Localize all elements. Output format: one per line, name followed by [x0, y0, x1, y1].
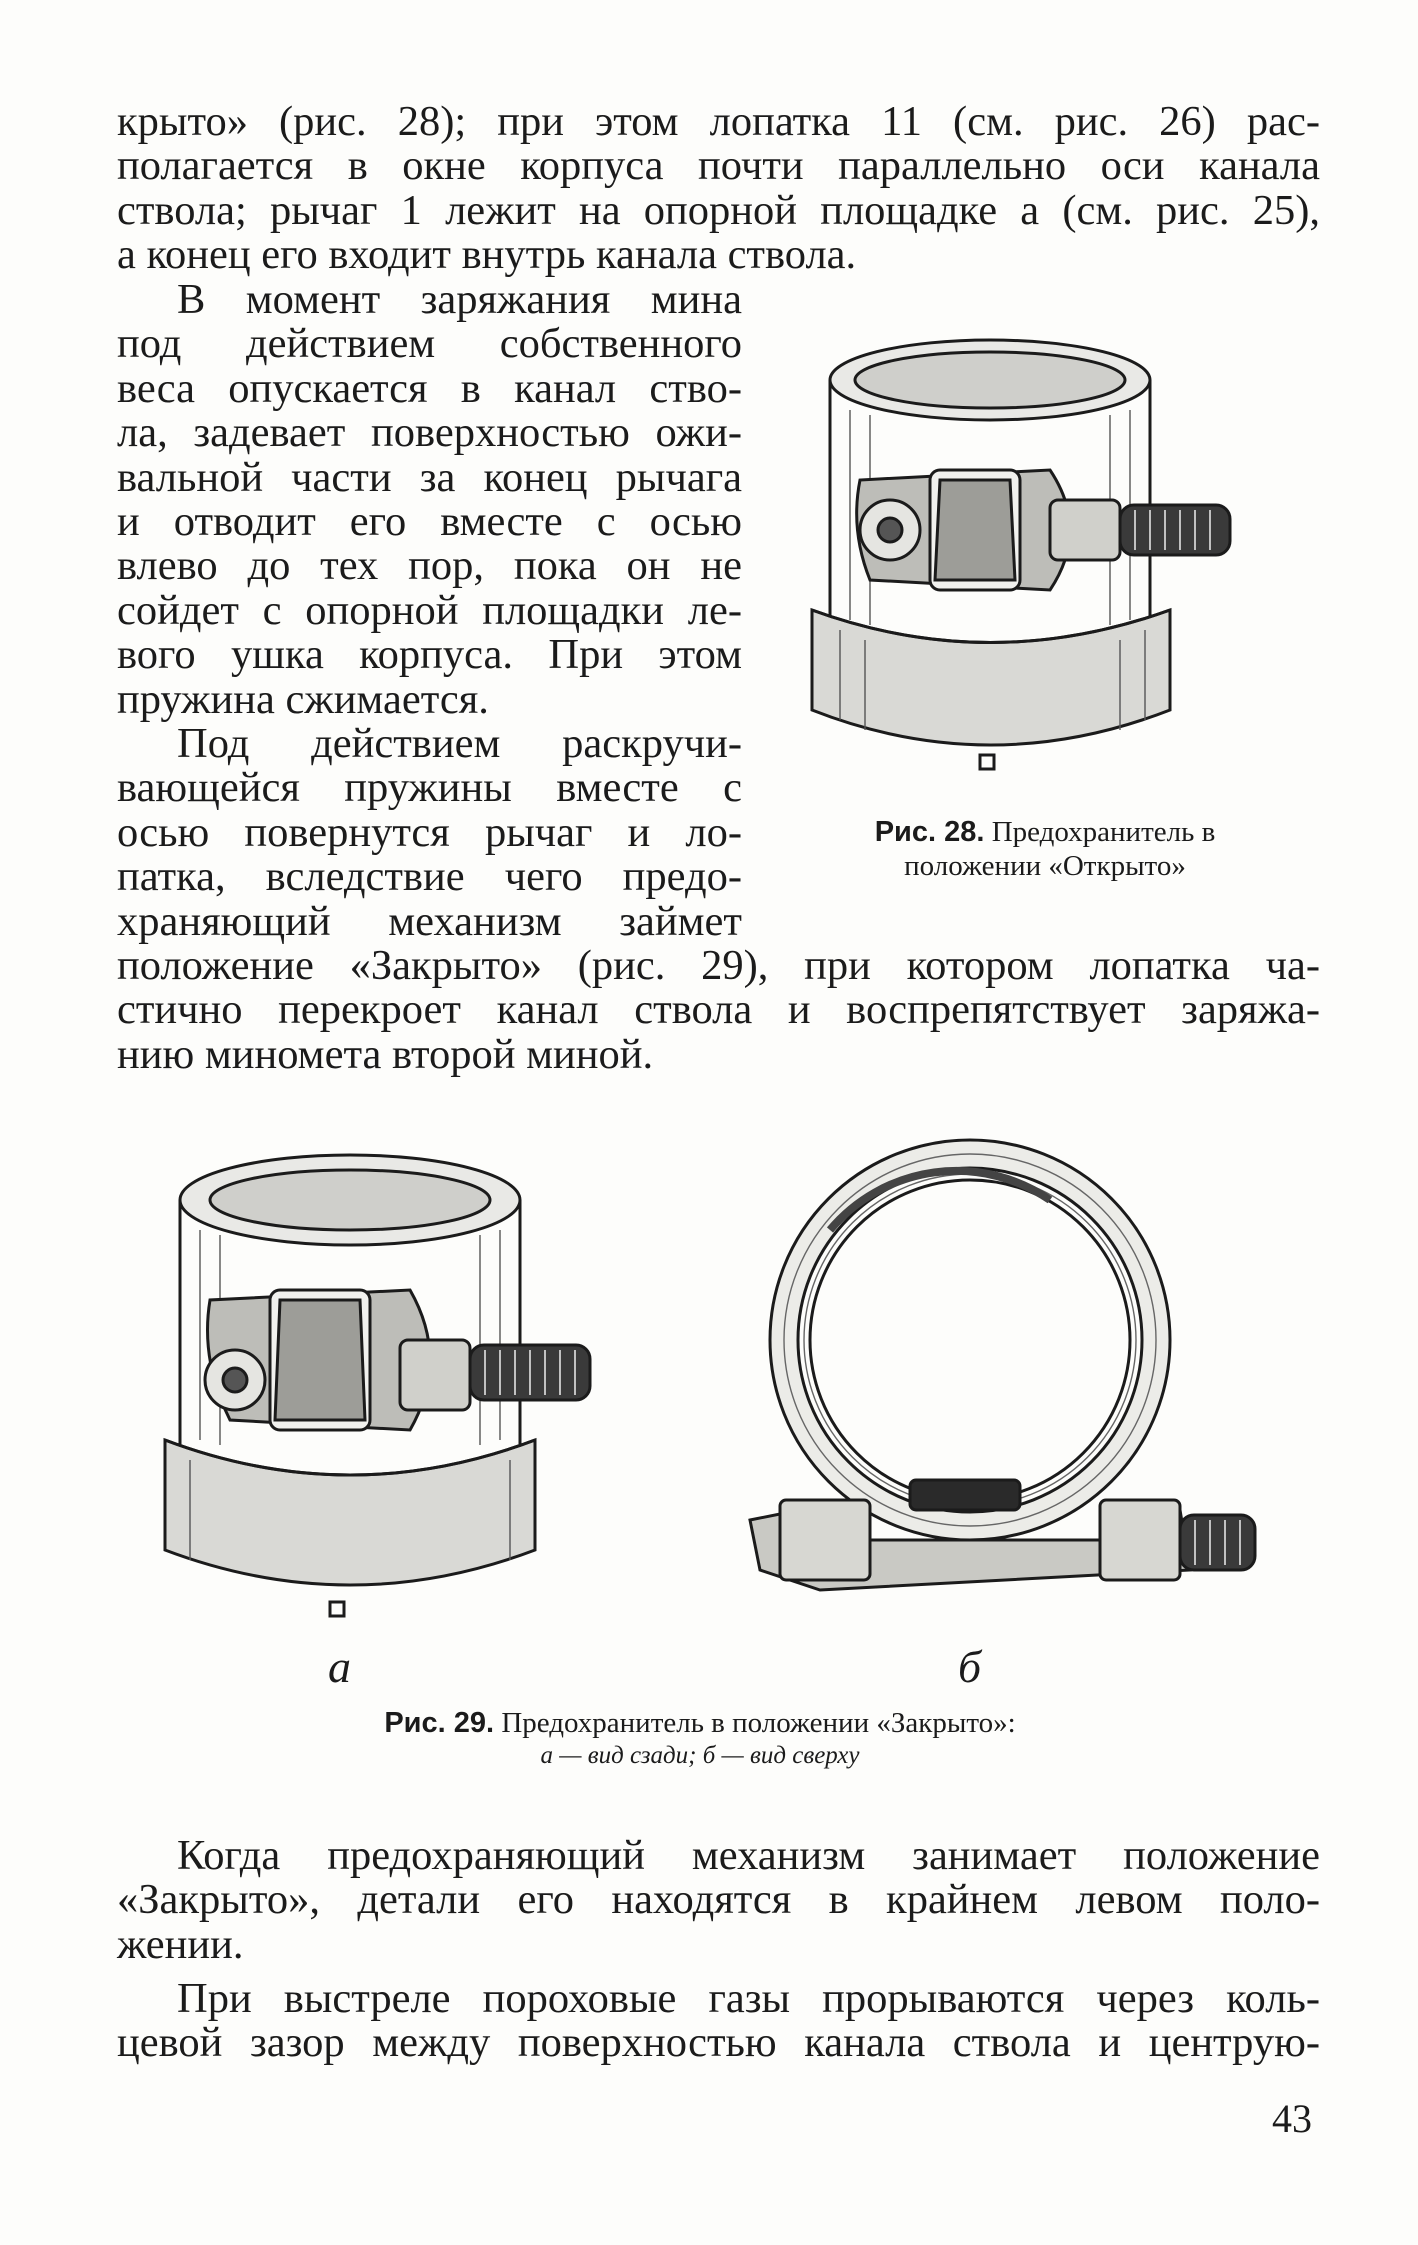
- text-line: вальной части за конец рычага: [117, 453, 742, 501]
- paragraph-spring-action: Под действием раскручи- вающейся пружины…: [117, 720, 742, 945]
- figure-28-caption: Рис. 28. Предохранитель в положении «Отк…: [780, 815, 1310, 883]
- text-line: вого ушка корпуса. При этом: [117, 631, 742, 679]
- paragraph-spring-action-cont: положение «Закрыто» (рис. 29), при котор…: [117, 942, 1320, 1078]
- text-line: Когда предохраняющий механизм занимает п…: [177, 1832, 1320, 1879]
- page-number: 43: [1272, 2096, 1312, 2141]
- paragraph-closed-position: Когда предохраняющий механизм занимает п…: [117, 1832, 1320, 1968]
- text-line: храняющий механизм займет: [117, 897, 742, 945]
- text-line: стично перекроет канал ствола и воспрепя…: [117, 986, 1320, 1034]
- text-line: жении.: [117, 1920, 244, 1968]
- text-line: положение «Закрыто» (рис. 29), при котор…: [117, 942, 1320, 989]
- figure-28-number: Рис. 28.: [874, 816, 985, 848]
- text-line: цевой зазор между поверхностью канала ст…: [117, 2019, 1320, 2067]
- text-line: и отводит его вместе с осью: [117, 497, 742, 545]
- top-paragraph: крыто» (рис. 28); при этом лопатка 11 (с…: [117, 98, 1320, 279]
- figure-29-title: Предохранитель в положении «Закрыто»:: [501, 1707, 1016, 1739]
- figure-29a-image: [150, 1140, 670, 1630]
- text-line: крыто» (рис. 28); при этом лопатка 11 (с…: [117, 98, 1320, 145]
- text-line: под действием собственного: [117, 320, 742, 368]
- figure-29-caption-line1: Рис. 29. Предохранитель в положении «Зак…: [200, 1706, 1200, 1740]
- paragraph-loading-moment: В момент заряжания мина под действием со…: [117, 276, 742, 723]
- text-line: патка, вследствие чего предо-: [117, 853, 742, 901]
- figure-29-caption-sub: а — вид сзади; б — вид сверху: [540, 1742, 860, 1769]
- text-line: Под действием раскручи-: [177, 720, 742, 767]
- figure-29a-label: а: [328, 1641, 351, 1692]
- figure-29-number: Рис. 29.: [384, 1707, 495, 1739]
- text-line: вающейся пружины вместе с: [117, 764, 742, 812]
- text-line: веса опускается в канал ство-: [117, 364, 742, 412]
- text-line: полагается в окне корпуса почти параллел…: [117, 142, 1320, 190]
- figure-28-caption-line1: Рис. 28. Предохранитель в: [780, 815, 1310, 849]
- text-line: нию миномета второй миной.: [117, 1030, 654, 1078]
- figure-29b-image: [720, 1130, 1260, 1620]
- text-line: В момент заряжания мина: [177, 276, 742, 323]
- text-line: влево до тех пор, пока он не: [117, 542, 742, 590]
- text-line: пружина сжимается.: [117, 675, 489, 723]
- text-line: ствола; рычаг 1 лежит на опорной площадк…: [117, 186, 1320, 234]
- safety-closed-rear-drawing: [163, 1153, 592, 1618]
- figure-29b-label: б: [958, 1641, 982, 1692]
- text-line: осью повернутся рычаг и ло-: [117, 808, 742, 856]
- text-line: ла, задевает поверхностью ожи-: [117, 409, 742, 457]
- text-line: сойдет с опорной площадки ле-: [117, 586, 742, 634]
- paragraph-firing: При выстреле пороховые газы прорываются …: [117, 1975, 1320, 2067]
- text-line: а конец его входит внутрь канала ствола.: [117, 231, 857, 279]
- figure-28-title: Предохранитель в: [991, 816, 1216, 848]
- figure-28-caption-line2: положении «Открыто»: [904, 850, 1186, 882]
- safety-open-drawing: [810, 338, 1232, 771]
- safety-closed-top-drawing: [748, 1138, 1257, 1592]
- text-line: «Закрыто», детали его находятся в крайне…: [117, 1876, 1320, 1924]
- figure-29-caption: Рис. 29. Предохранитель в положении «Зак…: [200, 1706, 1200, 1772]
- figure-28-image: [790, 330, 1330, 800]
- text-line: При выстреле пороховые газы прорываются …: [177, 1975, 1320, 2022]
